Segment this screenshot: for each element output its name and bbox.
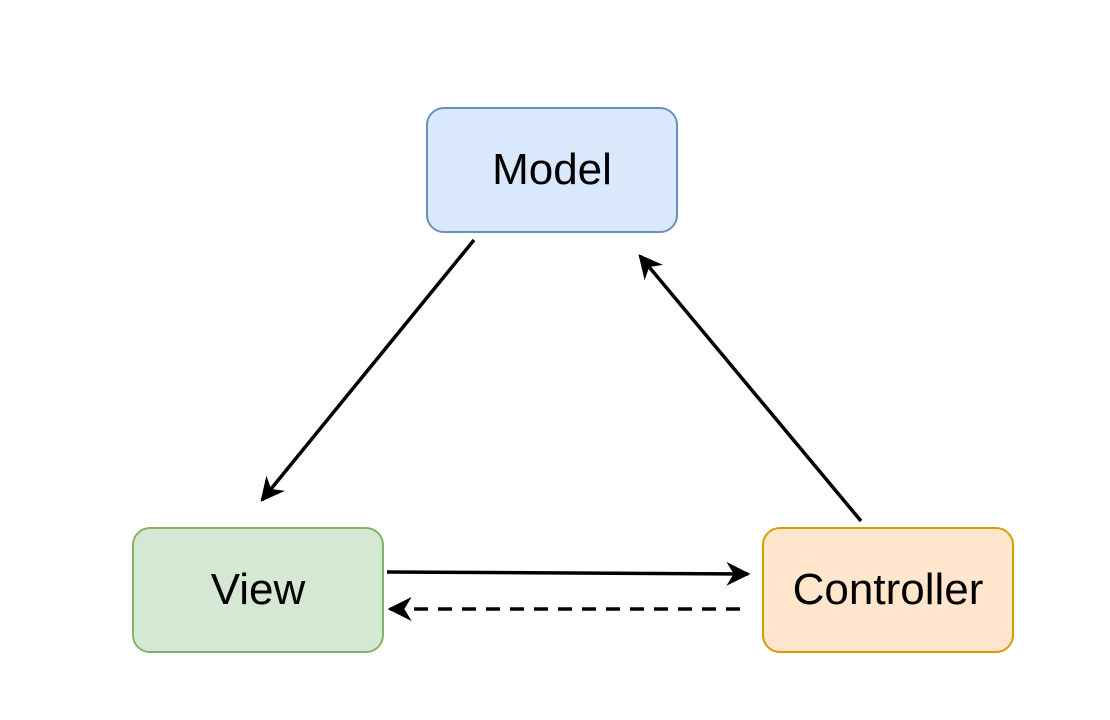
controller-label: Controller bbox=[792, 565, 984, 614]
view-label: View bbox=[210, 565, 306, 614]
edge-controller-to-model bbox=[638, 254, 863, 523]
edge-view-to-controller bbox=[386, 561, 751, 586]
controller-node[interactable]: Controller bbox=[762, 527, 1014, 653]
edge-model-to-view bbox=[260, 238, 476, 502]
model-node[interactable]: Model bbox=[426, 107, 678, 233]
model-label: Model bbox=[492, 145, 612, 194]
view-node[interactable]: View bbox=[132, 527, 384, 653]
